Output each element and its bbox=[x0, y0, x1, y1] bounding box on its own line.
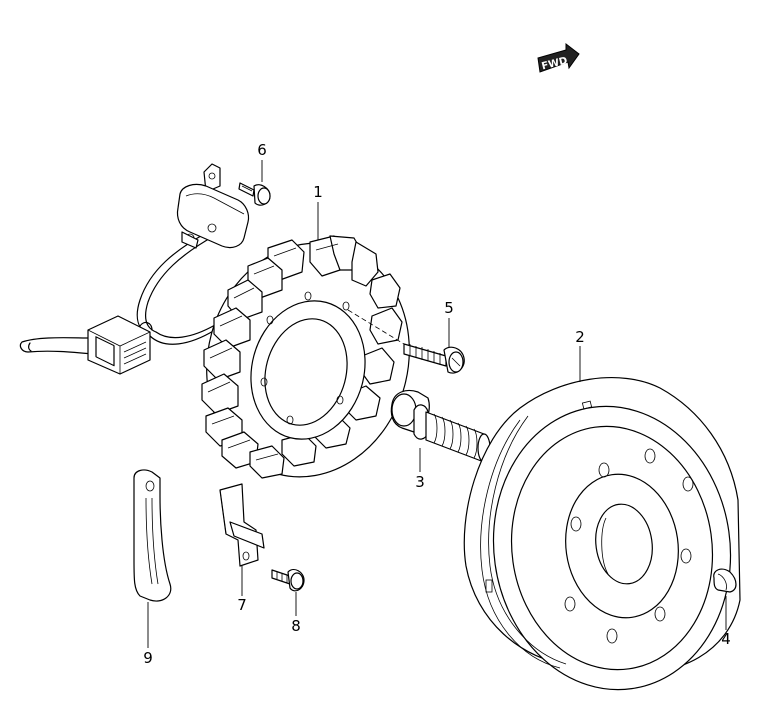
callout-numbers: 6 1 5 2 3 4 9 7 8 bbox=[143, 141, 731, 667]
part-5-screw bbox=[403, 343, 465, 374]
wire-harness bbox=[19, 231, 216, 375]
callout-9: 9 bbox=[143, 649, 153, 667]
fwd-direction-badge: FWD bbox=[537, 42, 580, 73]
part-3-bolt bbox=[390, 389, 491, 463]
leader-lines bbox=[147, 160, 727, 648]
callout-6: 6 bbox=[257, 141, 267, 159]
part-1-stator bbox=[201, 235, 410, 479]
part-2-rotor bbox=[463, 377, 741, 691]
part-7-bracket bbox=[219, 483, 265, 567]
callout-5: 5 bbox=[444, 299, 454, 317]
part-6-screw bbox=[238, 182, 271, 206]
callout-8: 8 bbox=[291, 617, 301, 635]
part-4-key bbox=[713, 568, 737, 593]
callout-1: 1 bbox=[313, 183, 323, 201]
callout-4: 4 bbox=[721, 630, 731, 648]
part-9-clamp bbox=[133, 469, 172, 602]
callout-7: 7 bbox=[237, 596, 247, 614]
callout-2: 2 bbox=[575, 328, 585, 346]
callout-3: 3 bbox=[415, 473, 425, 491]
part-8-screw bbox=[271, 568, 305, 592]
pickup-coil bbox=[176, 163, 250, 249]
